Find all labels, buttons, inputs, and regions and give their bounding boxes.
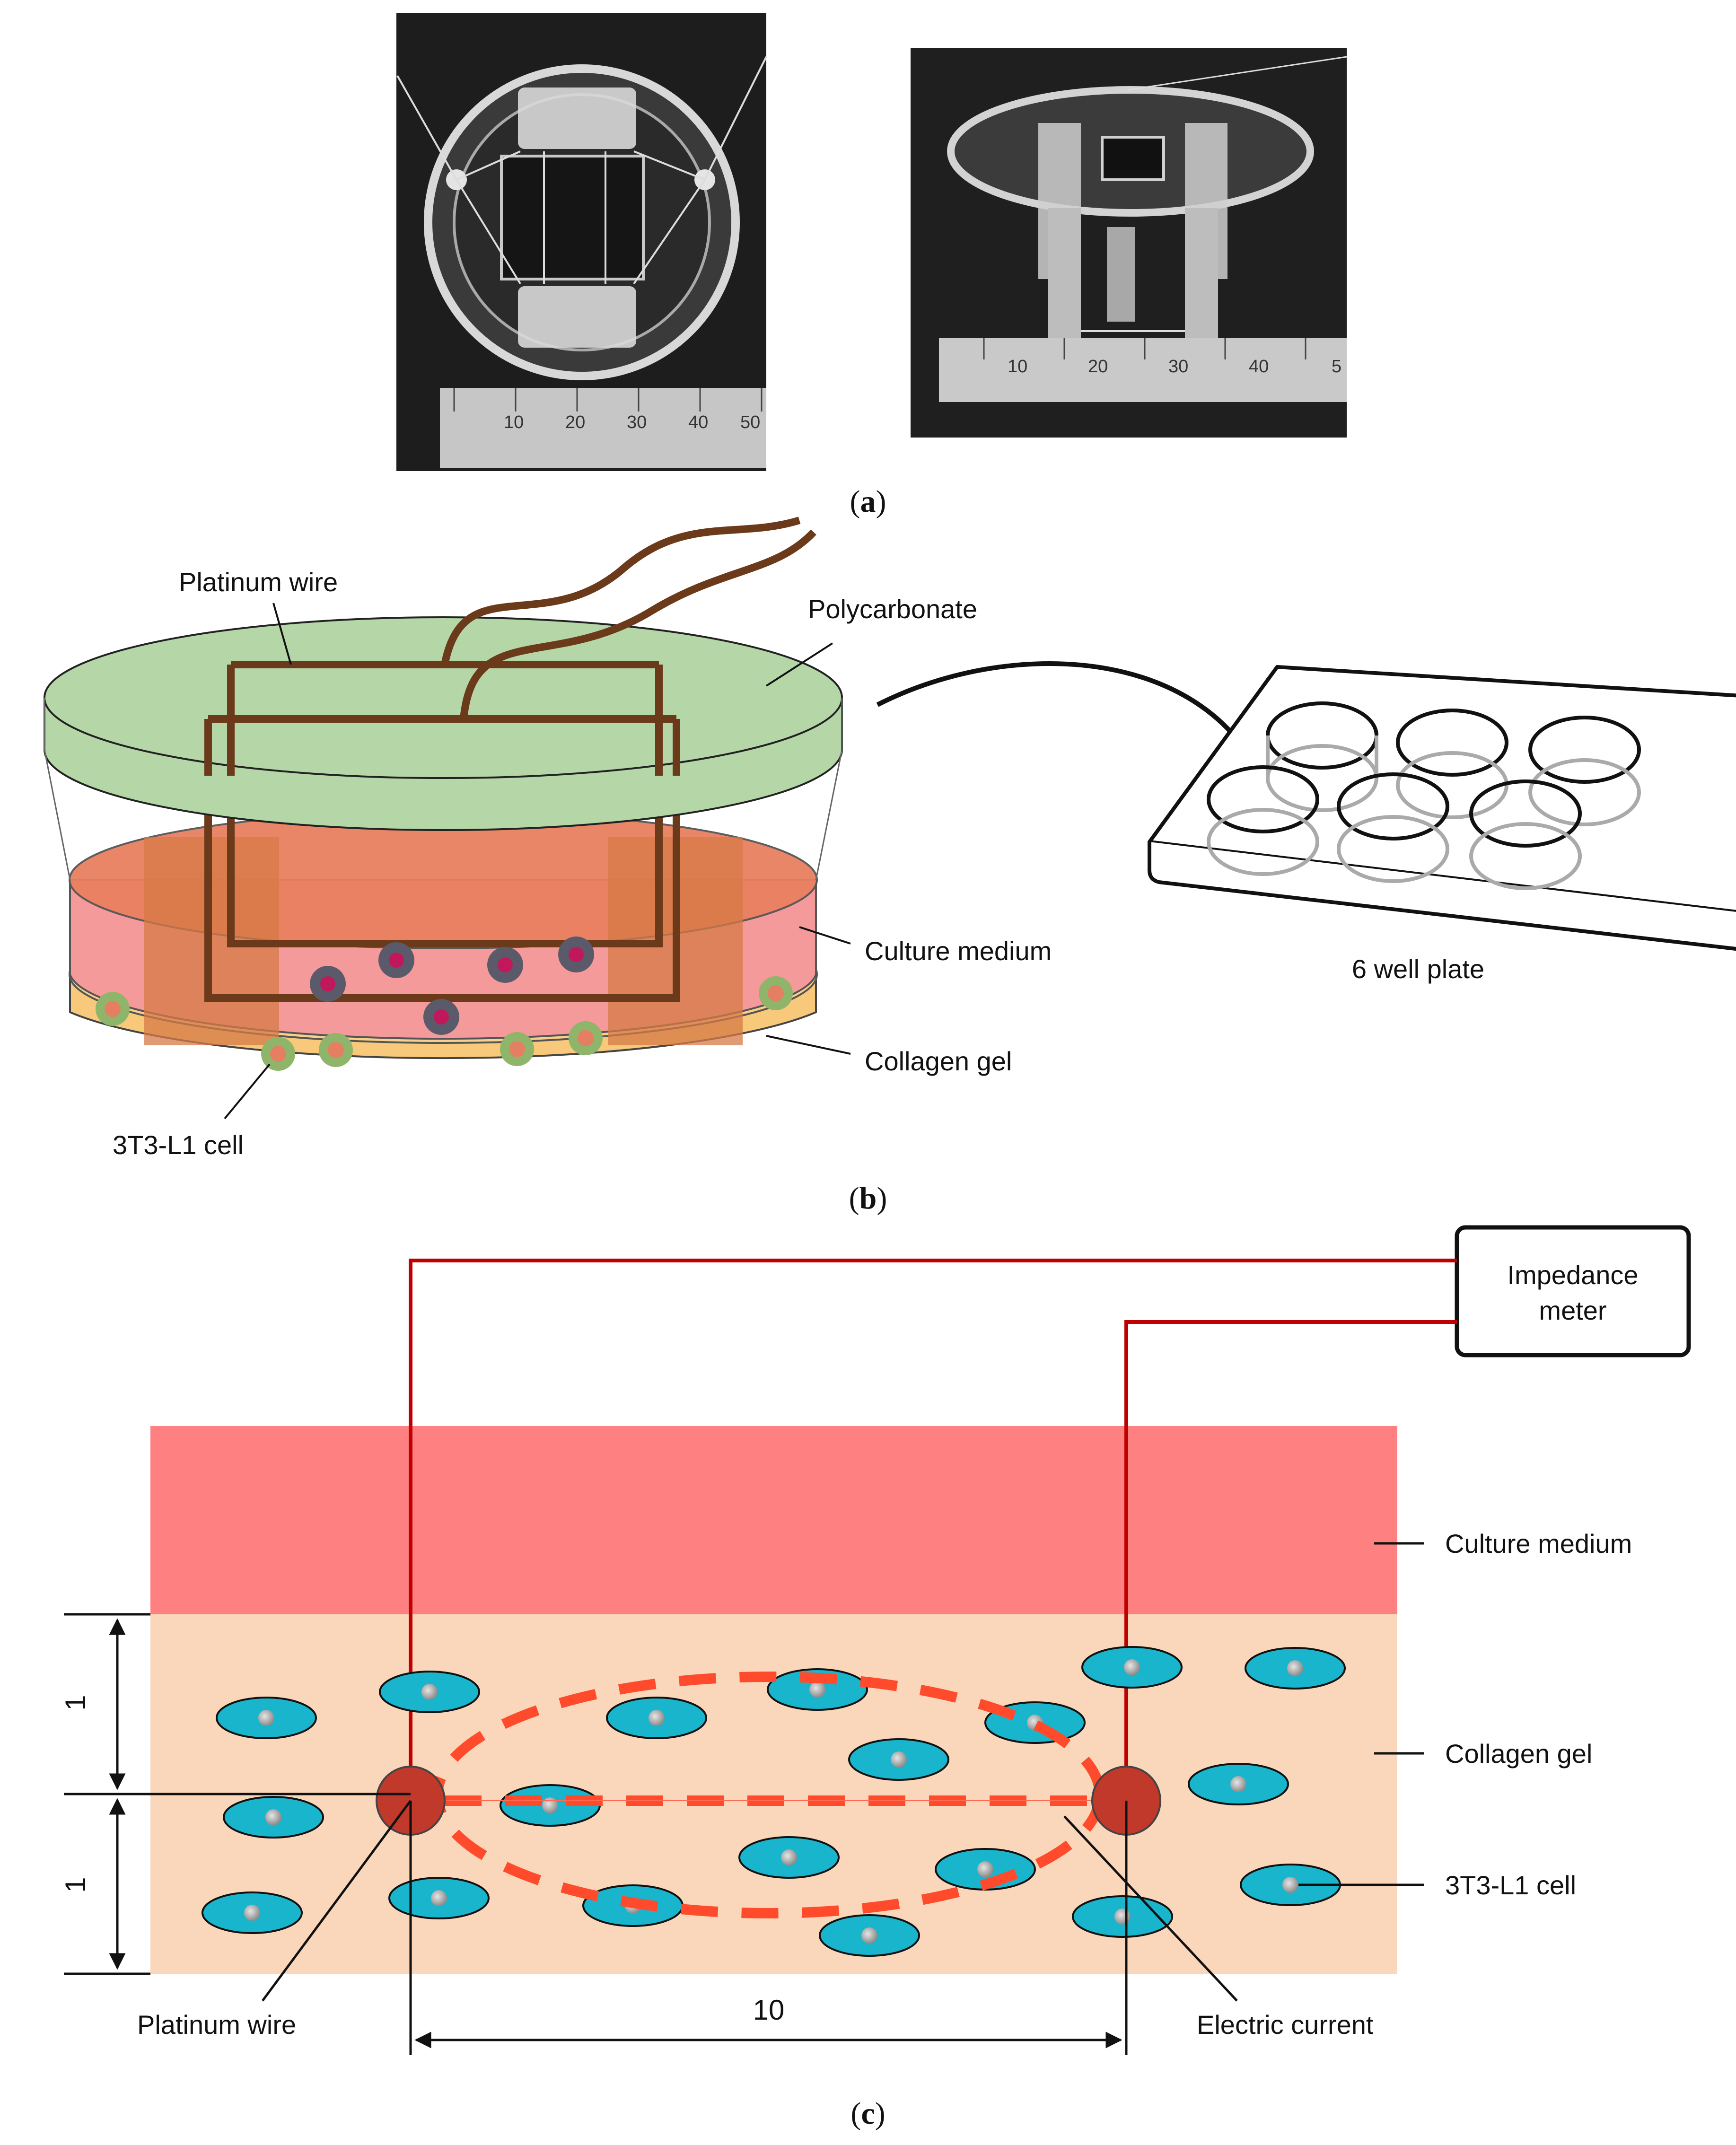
cell-c: [1245, 1647, 1346, 1690]
cells-gel: [96, 976, 793, 1071]
caption-b: (b): [849, 1181, 887, 1216]
cell-c: [223, 1796, 324, 1839]
panel-c: Impedance meter: [60, 1225, 1691, 2131]
cell-c: [1188, 1763, 1289, 1805]
cell-dark: [423, 999, 459, 1035]
photo-side-view: 10 20 30 40 5: [911, 48, 1347, 438]
cell-green: [96, 992, 130, 1026]
dimension-lower-height: 1: [60, 1877, 91, 1892]
well: [1337, 772, 1449, 883]
caption-c: (c): [850, 2096, 885, 2131]
well: [1469, 779, 1582, 890]
panel-a: 10 20 30 40 50 10 20 30: [396, 13, 1347, 519]
cells-medium: [310, 937, 594, 1035]
photo-top-view: 10 20 30 40 50: [396, 13, 767, 471]
cell-c: [202, 1891, 303, 1934]
label-polycarbonate: Polycarbonate: [808, 594, 977, 624]
dimension-upper-height: 1: [60, 1695, 91, 1710]
polycarbonate-lid: [44, 616, 843, 880]
cell-c: [848, 1738, 949, 1781]
cell-green: [319, 1033, 353, 1067]
cell-c: [819, 1914, 920, 1957]
cell-dark: [378, 942, 414, 978]
impedance-meter-line1: Impedance: [1507, 1260, 1638, 1290]
cell-green: [261, 1037, 295, 1071]
ruler-left-tick-20: 20: [565, 412, 585, 432]
culture-medium-layer-c: [150, 1426, 1397, 1614]
ruler-right-tick-20: 20: [1088, 357, 1108, 376]
label-culture-medium-c: Culture medium: [1445, 1529, 1632, 1558]
panel-b: Platinum wire Polycarbonate Culture medi…: [44, 517, 1736, 1216]
well: [1266, 701, 1378, 812]
ruler-right-tick-30: 30: [1168, 357, 1188, 376]
label-collagen-gel-b: Collagen gel: [865, 1046, 1012, 1076]
cells-gel-c: [202, 1646, 1346, 1957]
cell-c: [1081, 1646, 1183, 1689]
ruler-left-tick-30: 30: [627, 412, 647, 432]
cell-green: [759, 976, 793, 1010]
cell-c: [216, 1697, 317, 1739]
ruler-left-tick-10: 10: [504, 412, 524, 432]
label-6-well-plate: 6 well plate: [1352, 954, 1484, 984]
well: [1207, 765, 1319, 876]
dimension-electrode-spacing: 10: [753, 1994, 785, 2026]
label-culture-medium-b: Culture medium: [865, 936, 1052, 966]
dimension-bottom: [409, 1801, 1128, 2055]
caption-a: (a): [850, 484, 886, 519]
platinum-wire-front: [204, 661, 680, 776]
ruler-right-tick-40: 40: [1249, 357, 1269, 376]
well: [1528, 716, 1641, 826]
cell-dark: [310, 966, 346, 1002]
wells: [1207, 701, 1641, 890]
ruler-right-tick-5: 5: [1332, 357, 1341, 376]
cell-c: [606, 1697, 707, 1739]
impedance-meter: Impedance meter: [1455, 1225, 1691, 1357]
label-3t3-cell-b: 3T3-L1 cell: [113, 1130, 244, 1160]
cell-green: [569, 1021, 603, 1055]
cell-dark: [487, 947, 523, 983]
cell-green: [500, 1032, 534, 1066]
ruler-left-tick-50: 50: [740, 412, 760, 432]
cell-dark: [558, 937, 594, 972]
label-electric-current: Electric current: [1197, 2010, 1374, 2040]
label-3t3-cell-c: 3T3-L1 cell: [1445, 1870, 1576, 1900]
cell-c: [388, 1877, 490, 1919]
cell-c: [379, 1671, 480, 1713]
cell-c: [738, 1836, 840, 1879]
label-collagen-gel-c: Collagen gel: [1445, 1739, 1592, 1769]
impedance-meter-line2: meter: [1539, 1296, 1606, 1325]
label-platinum-wire-c: Platinum wire: [137, 2010, 296, 2040]
ruler-right-tick-10: 10: [1008, 357, 1027, 376]
cell-c: [767, 1668, 868, 1711]
label-platinum-wire-b: Platinum wire: [179, 567, 338, 597]
dimension-left: [64, 1613, 411, 1975]
ruler-left-tick-40: 40: [688, 412, 708, 432]
